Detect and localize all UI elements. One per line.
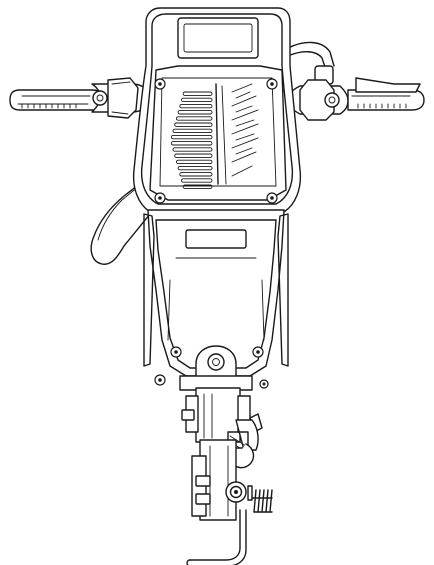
vent-slot bbox=[175, 116, 213, 121]
vent-slot bbox=[177, 110, 213, 115]
vent-slot bbox=[177, 165, 213, 171]
housing-spine bbox=[215, 83, 219, 185]
left-handle bbox=[9, 77, 153, 119]
side-louvers bbox=[231, 83, 259, 177]
lower-housing-bolts bbox=[154, 346, 269, 389]
vent-slot bbox=[179, 103, 213, 109]
vent-slot bbox=[182, 184, 213, 189]
retainer-wire bbox=[186, 509, 247, 565]
tool-holder bbox=[191, 439, 253, 521]
vent-slot bbox=[172, 147, 213, 152]
front-head bbox=[179, 345, 263, 443]
vent-slot bbox=[175, 159, 213, 165]
right-bracket bbox=[287, 41, 335, 85]
vent-slot bbox=[174, 153, 213, 158]
vent-slot bbox=[170, 134, 213, 140]
vent-slot bbox=[174, 122, 213, 127]
right-handle bbox=[287, 77, 425, 121]
right-handle-ridges bbox=[357, 103, 407, 109]
retainer-latch bbox=[227, 419, 259, 469]
vent-slot bbox=[181, 97, 213, 103]
cooling-vents bbox=[170, 91, 213, 189]
vent-slot bbox=[181, 178, 213, 183]
left-lever bbox=[90, 175, 151, 265]
left-handle-ridges bbox=[21, 103, 77, 109]
vent-slot bbox=[172, 128, 213, 134]
vent-slot bbox=[179, 172, 213, 177]
upper-housing-bolts bbox=[154, 78, 278, 204]
retainer-spring bbox=[251, 489, 273, 513]
vent-slot bbox=[182, 91, 213, 96]
vent-divider bbox=[221, 85, 227, 185]
vent-slot bbox=[170, 141, 213, 146]
